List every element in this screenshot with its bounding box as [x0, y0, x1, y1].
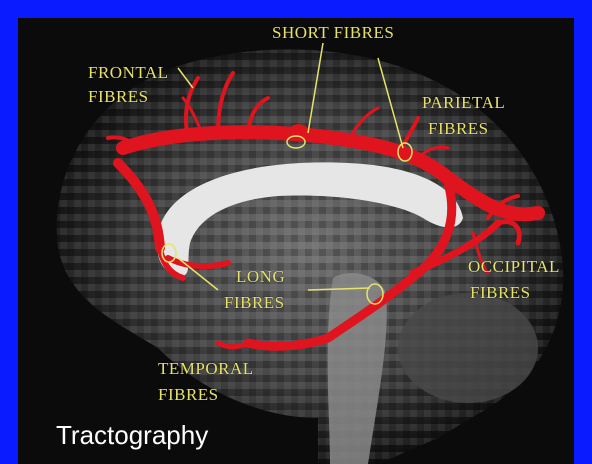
label-frontal-fibres-line1: FRONTAL [88, 62, 169, 83]
label-parietal-fibres-line2: FIBRES [428, 118, 489, 139]
brain-tractography-image [18, 18, 574, 464]
label-long-fibres-line1: LONG [236, 266, 285, 287]
label-short-fibres: SHORT FIBRES [272, 22, 394, 43]
caption-tractography: Tractography [56, 420, 208, 451]
label-frontal-fibres-line2: FIBRES [88, 86, 149, 107]
label-temporal-fibres-line2: FIBRES [158, 384, 219, 405]
mri-sagittal-scan: SHORT FIBRES FRONTAL FIBRES PARIETAL FIB… [18, 18, 574, 464]
label-occipital-fibres-line1: OCCIPITAL [468, 256, 560, 277]
label-parietal-fibres-line1: PARIETAL [422, 92, 505, 113]
label-long-fibres-line2: FIBRES [224, 292, 285, 313]
label-temporal-fibres-line1: TEMPORAL [158, 358, 254, 379]
cerebellum [398, 293, 538, 403]
label-occipital-fibres-line2: FIBRES [470, 282, 531, 303]
